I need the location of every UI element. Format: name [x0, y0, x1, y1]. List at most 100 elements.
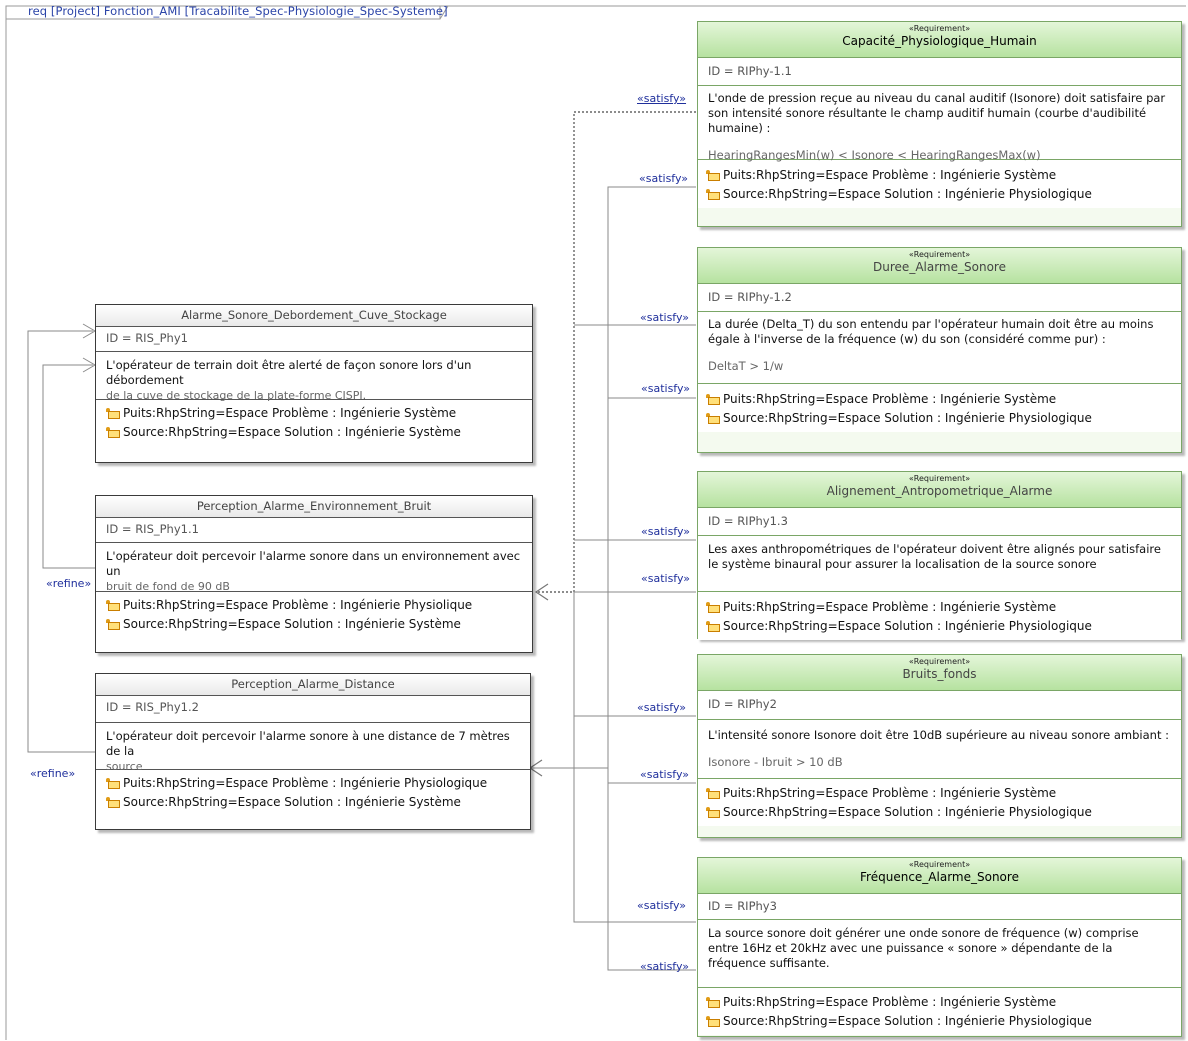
- requirement-bruits-fonds[interactable]: «Requirement» Bruits_fonds ID = RIPhy2 L…: [697, 654, 1182, 838]
- property-icon: [706, 413, 721, 424]
- satisfy-arrowhead-env: [534, 583, 549, 601]
- requirement-id: ID = RIPhy-1.2: [698, 284, 1181, 312]
- property-puits: Puits:RhpString=Espace Problème : Ingéni…: [706, 784, 1171, 803]
- requirement-name: Duree_Alarme_Sonore: [873, 260, 1006, 274]
- satisfy-connector-env[interactable]: [573, 324, 696, 923]
- description-line-1: L'opérateur doit percevoir l'alarme sono…: [106, 729, 510, 758]
- satisfy-label: «satisfy»: [641, 382, 691, 395]
- requirement-name: Capacité_Physiologique_Humain: [842, 34, 1037, 48]
- satisfy-label: «satisfy»: [640, 768, 690, 781]
- requirement-id: ID = RIPhy2: [698, 691, 1181, 720]
- block-name: Perception_Alarme_Environnement_Bruit: [96, 496, 532, 518]
- satisfy-label: «satisfy»: [641, 572, 691, 585]
- description-line-2: de la cuve de stockage de la plate-forme…: [106, 389, 367, 402]
- requirement-text: Les axes anthropométriques de l'opérateu…: [708, 542, 1161, 571]
- property-icon: [106, 778, 121, 789]
- property-source: Source:RhpString=Espace Solution : Ingén…: [706, 803, 1171, 822]
- requirement-stereotype: «Requirement»: [908, 24, 971, 33]
- satisfy-dotted-connector[interactable]: [537, 111, 696, 593]
- property-icon: [106, 619, 121, 630]
- block-description: L'opérateur de terrain doit être alerté …: [96, 352, 532, 402]
- requirement-stereotype: «Requirement»: [908, 474, 971, 483]
- property-text: Source:RhpString=Espace Solution : Ingén…: [723, 187, 1092, 201]
- property-source: Source:RhpString=Espace Solution : Ingén…: [106, 793, 520, 812]
- refine-label: «refine»: [30, 767, 76, 780]
- requirement-name: Fréquence_Alarme_Sonore: [860, 870, 1019, 884]
- property-puits: Puits:RhpString=Espace Problème : Ingéni…: [106, 774, 520, 793]
- requirement-description: La durée (Delta_T) du son entendu par l'…: [698, 312, 1181, 384]
- requirement-text: L'onde de pression reçue au niveau du ca…: [708, 91, 1166, 135]
- requirement-name: Bruits_fonds: [902, 667, 977, 681]
- satisfy-label: «satisfy»: [637, 701, 687, 714]
- requirement-capacite-physiologique-humain[interactable]: «Requirement» Capacité_Physiologique_Hum…: [697, 21, 1182, 227]
- requirement-properties: Puits:RhpString=Espace Problème : Ingéni…: [698, 160, 1181, 208]
- requirement-text: La source sonore doit générer une onde s…: [708, 926, 1139, 970]
- property-text: Source:RhpString=Espace Solution : Ingén…: [123, 795, 461, 809]
- block-id: ID = RIS_Phy1.1: [96, 518, 532, 543]
- property-text: Source:RhpString=Espace Solution : Ingén…: [723, 805, 1092, 819]
- block-description: L'opérateur doit percevoir l'alarme sono…: [96, 723, 530, 773]
- property-puits: Puits:RhpString=Espace Problème : Ingéni…: [106, 404, 522, 423]
- requirement-id: ID = RIPhy1.3: [698, 508, 1181, 536]
- property-text: Puits:RhpString=Espace Problème : Ingéni…: [723, 168, 1057, 182]
- property-puits: Puits:RhpString=Espace Problème : Ingéni…: [706, 390, 1171, 409]
- property-icon: [706, 788, 721, 799]
- block-properties: Puits:RhpString=Espace Problème : Ingéni…: [96, 400, 532, 446]
- property-text: Source:RhpString=Espace Solution : Ingén…: [723, 411, 1092, 425]
- block-properties: Puits:RhpString=Espace Problème : Ingéni…: [96, 592, 532, 638]
- requirement-name: Alignement_Antropometrique_Alarme: [826, 484, 1053, 498]
- property-source: Source:RhpString=Espace Solution : Ingén…: [706, 1012, 1171, 1031]
- requirement-stereotype: «Requirement»: [908, 657, 971, 666]
- requirement-frequence-alarme-sonore[interactable]: «Requirement» Fréquence_Alarme_Sonore ID…: [697, 857, 1182, 1037]
- requirement-properties: Puits:RhpString=Espace Problème : Ingéni…: [698, 779, 1181, 826]
- property-icon: [706, 807, 721, 818]
- requirement-header: «Requirement» Alignement_Antropometrique…: [698, 472, 1181, 508]
- requirement-alignement-antropometrique-alarme[interactable]: «Requirement» Alignement_Antropometrique…: [697, 471, 1182, 640]
- block-perception-alarme-environnement-bruit[interactable]: Perception_Alarme_Environnement_Bruit ID…: [95, 495, 533, 653]
- refine-connector-1[interactable]: [42, 364, 95, 569]
- requirement-header: «Requirement» Duree_Alarme_Sonore: [698, 248, 1181, 284]
- property-icon: [106, 797, 121, 808]
- satisfy-label: «satisfy»: [640, 311, 690, 324]
- property-puits: Puits:RhpString=Espace Problème : Ingéni…: [106, 596, 522, 615]
- satisfy-label: «satisfy»: [637, 899, 687, 912]
- refine-connector-2[interactable]: [27, 330, 95, 753]
- block-properties: Puits:RhpString=Espace Problème : Ingéni…: [96, 770, 530, 816]
- property-source: Source:RhpString=Espace Solution : Ingén…: [106, 615, 522, 634]
- property-text: Source:RhpString=Espace Solution : Ingén…: [123, 617, 461, 631]
- block-alarme-sonore-debordement[interactable]: Alarme_Sonore_Debordement_Cuve_Stockage …: [95, 304, 533, 463]
- property-text: Source:RhpString=Espace Solution : Ingén…: [723, 1014, 1092, 1028]
- satisfy-connector-dist[interactable]: [530, 186, 696, 971]
- requirement-duree-alarme-sonore[interactable]: «Requirement» Duree_Alarme_Sonore ID = R…: [697, 247, 1182, 453]
- property-puits: Puits:RhpString=Espace Problème : Ingéni…: [706, 993, 1171, 1012]
- requirement-stereotype: «Requirement»: [908, 250, 971, 259]
- requirement-id: ID = RIPhy-1.1: [698, 58, 1181, 86]
- requirement-header: «Requirement» Capacité_Physiologique_Hum…: [698, 22, 1181, 58]
- refine-label: «refine»: [46, 577, 92, 590]
- requirement-description: Les axes anthropométriques de l'opérateu…: [698, 536, 1181, 592]
- property-icon: [706, 1016, 721, 1027]
- property-icon: [106, 408, 121, 419]
- block-id: ID = RIS_Phy1.2: [96, 696, 530, 723]
- satisfy-label: «satisfy»: [641, 525, 691, 538]
- requirement-formula: HearingRangesMin(w) < Isonore < HearingR…: [708, 148, 1041, 162]
- requirement-text: L'intensité sonore Isonore doit être 10d…: [708, 728, 1169, 742]
- property-text: Puits:RhpString=Espace Problème : Ingéni…: [723, 392, 1057, 406]
- property-puits: Puits:RhpString=Espace Problème : Ingéni…: [706, 166, 1171, 185]
- property-source: Source:RhpString=Espace Solution : Ingén…: [106, 423, 522, 442]
- requirement-id: ID = RIPhy3: [698, 894, 1181, 920]
- requirement-description: L'intensité sonore Isonore doit être 10d…: [698, 720, 1181, 779]
- property-icon: [706, 997, 721, 1008]
- property-source: Source:RhpString=Espace Solution : Ingén…: [706, 409, 1171, 428]
- satisfy-label: «satisfy»: [637, 92, 687, 105]
- requirement-properties: Puits:RhpString=Espace Problème : Ingéni…: [698, 384, 1181, 432]
- property-text: Puits:RhpString=Espace Problème : Ingéni…: [723, 786, 1057, 800]
- property-icon: [706, 621, 721, 632]
- property-text: Puits:RhpString=Espace Problème : Ingéni…: [123, 598, 473, 612]
- block-perception-alarme-distance[interactable]: Perception_Alarme_Distance ID = RIS_Phy1…: [95, 673, 531, 830]
- property-icon: [706, 189, 721, 200]
- property-text: Puits:RhpString=Espace Problème : Ingéni…: [723, 600, 1057, 614]
- property-icon: [706, 170, 721, 181]
- description-line-1: L'opérateur de terrain doit être alerté …: [106, 358, 472, 387]
- block-name: Perception_Alarme_Distance: [96, 674, 530, 696]
